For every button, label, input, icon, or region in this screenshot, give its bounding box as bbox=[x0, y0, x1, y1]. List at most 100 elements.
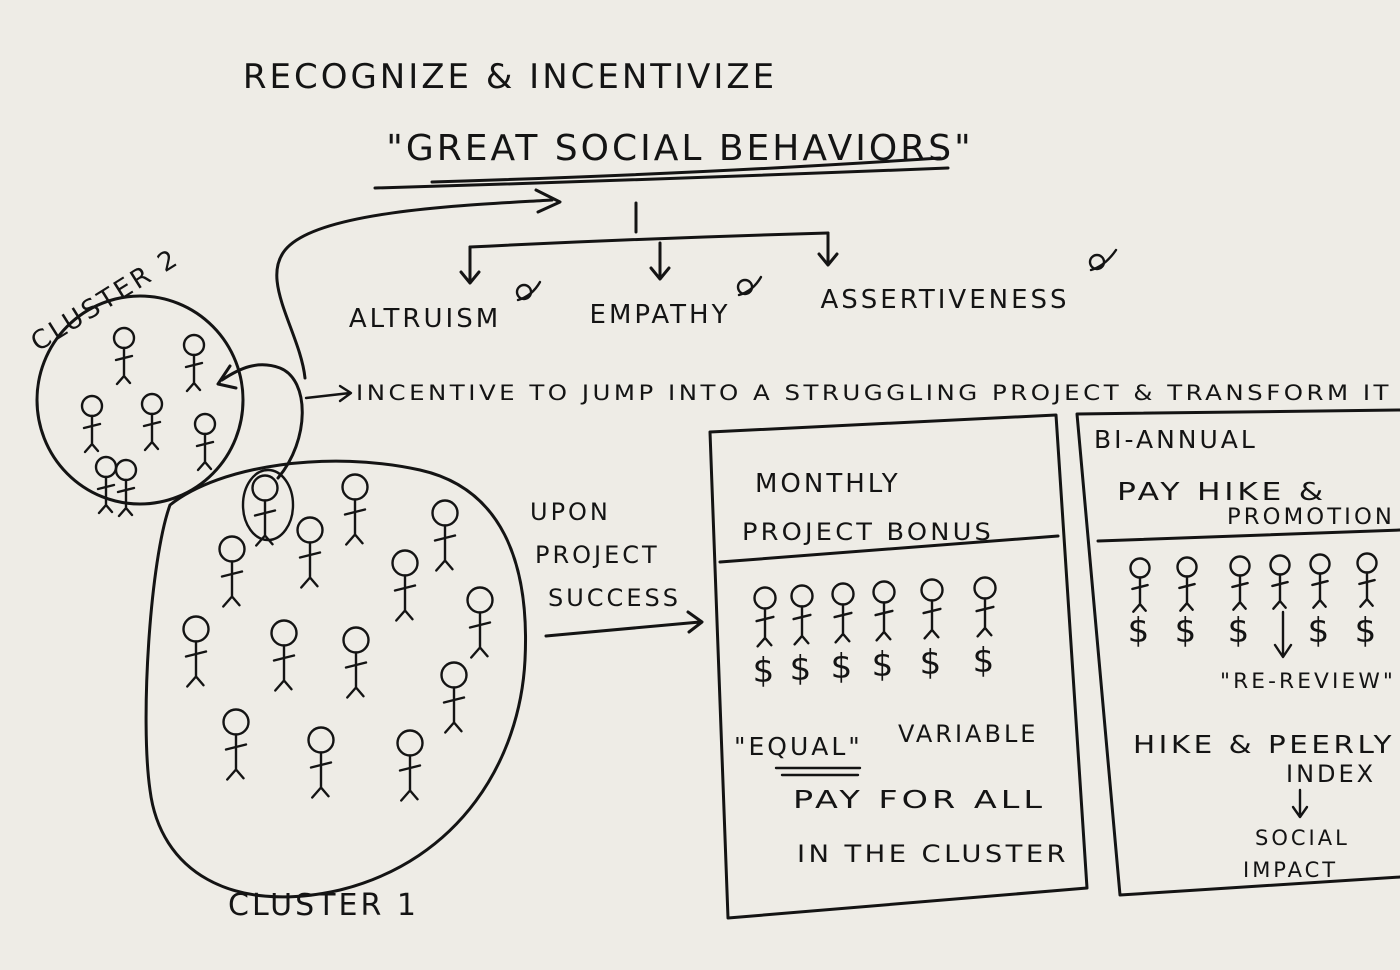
monthly-note-1: VARIABLE bbox=[898, 720, 1038, 748]
stick-figure bbox=[193, 412, 217, 472]
stick-figure bbox=[391, 549, 419, 622]
monthly-box-frame bbox=[708, 413, 1089, 920]
stick-figure bbox=[1269, 554, 1291, 610]
stick-figure bbox=[831, 582, 855, 644]
monthly-note-2: PAY FOR ALL bbox=[793, 785, 1046, 814]
behavior-mark-assertiveness bbox=[1088, 248, 1118, 272]
stick-figure bbox=[222, 708, 250, 781]
stick-figure bbox=[251, 474, 279, 547]
biannual-hike-2: INDEX bbox=[1286, 760, 1376, 788]
stick-figure bbox=[182, 333, 206, 393]
dollar-sign: $ bbox=[1228, 611, 1253, 651]
biannual-title-1: BI-ANNUAL bbox=[1094, 425, 1258, 454]
monthly-header-divider bbox=[718, 534, 1060, 564]
biannual-people-row bbox=[1129, 552, 1378, 613]
dollar-sign: $ bbox=[973, 641, 998, 681]
social-impact-arrow bbox=[1291, 788, 1309, 819]
stick-figure bbox=[218, 535, 246, 608]
equal-underline bbox=[774, 766, 862, 777]
stick-figure bbox=[466, 586, 494, 659]
dollar-sign: $ bbox=[920, 643, 945, 683]
stick-figure bbox=[114, 458, 138, 518]
dollar-sign: $ bbox=[1128, 611, 1153, 651]
success-arrow bbox=[544, 610, 704, 638]
stick-figure bbox=[112, 326, 136, 386]
dollar-sign: $ bbox=[1355, 611, 1380, 651]
stick-figure bbox=[80, 394, 104, 454]
stick-figure bbox=[182, 615, 210, 688]
stick-figure bbox=[431, 499, 459, 572]
biannual-impact-1: SOCIAL bbox=[1255, 826, 1350, 850]
biannual-hike-1: HIKE & PEERLY bbox=[1133, 730, 1395, 759]
cluster-1-group: CLUSTER 1 bbox=[144, 459, 528, 923]
dollar-sign: $ bbox=[753, 651, 778, 691]
stick-figure bbox=[94, 455, 118, 515]
arrow-person-to-cluster-2 bbox=[220, 363, 304, 480]
arrow-to-title-head bbox=[534, 188, 562, 214]
stick-figure bbox=[342, 626, 370, 699]
behavior-mark-altruism bbox=[515, 280, 542, 302]
stick-figure bbox=[270, 619, 298, 692]
stick-figure bbox=[1356, 552, 1378, 608]
cluster-1-boundary bbox=[144, 459, 528, 899]
success-note: UPON PROJECT SUCCESS bbox=[530, 498, 704, 638]
behavior-altruism: ALTRUISM bbox=[349, 304, 501, 334]
monthly-equal: "EQUAL" bbox=[734, 732, 863, 761]
biannual-header-divider bbox=[1096, 528, 1400, 543]
re-review-arrow bbox=[1273, 610, 1293, 659]
biannual-dollar-row: $ $ $ $ $ bbox=[1128, 611, 1380, 651]
stick-figure bbox=[307, 726, 335, 799]
behavior-branch-bar bbox=[468, 231, 830, 249]
stick-figure bbox=[1309, 553, 1331, 609]
monthly-title-2: PROJECT BONUS bbox=[742, 518, 994, 546]
stick-figure bbox=[790, 584, 814, 646]
cluster-1-people bbox=[182, 473, 494, 802]
biannual-panel: BI-ANNUAL PAY HIKE & PROMOTION $ $ $ $ $ "RE… bbox=[1075, 408, 1400, 897]
dollar-sign: $ bbox=[831, 647, 856, 687]
stick-figure bbox=[296, 516, 324, 589]
biannual-impact-2: IMPACT bbox=[1243, 858, 1338, 882]
monthly-title-1: MONTHLY bbox=[755, 469, 901, 499]
stick-figure bbox=[140, 392, 164, 452]
dollar-sign: $ bbox=[1308, 611, 1333, 651]
dollar-sign: $ bbox=[790, 649, 815, 689]
monthly-note-3: IN THE CLUSTER bbox=[797, 840, 1069, 868]
stick-figure bbox=[1176, 556, 1198, 612]
arrow-person-to-cluster-2-head bbox=[216, 364, 238, 390]
arrow-to-title bbox=[275, 198, 554, 380]
monthly-dollar-row: $ $ $ $ $ $ bbox=[753, 641, 998, 691]
biannual-title-2: PAY HIKE & bbox=[1117, 477, 1327, 506]
monthly-people-row bbox=[753, 576, 997, 648]
incentive-note: INCENTIVE TO JUMP INTO A STRUGGLING PROJ… bbox=[356, 381, 1392, 405]
stick-figure bbox=[753, 586, 777, 648]
cluster-2-label: CLUSTER 2 bbox=[26, 243, 185, 358]
dollar-sign: $ bbox=[872, 645, 897, 685]
stick-figure bbox=[341, 473, 369, 546]
biannual-title-3: PROMOTION bbox=[1227, 505, 1395, 530]
incentive-arrow bbox=[304, 384, 353, 403]
cluster-2-group: CLUSTER 2 bbox=[26, 243, 245, 518]
behavior-arrow-altruism bbox=[459, 245, 481, 285]
biannual-box-frame bbox=[1075, 408, 1400, 897]
stick-figure bbox=[1129, 557, 1151, 613]
cluster-1-label: CLUSTER 1 bbox=[228, 888, 419, 923]
jumping-person-highlight bbox=[241, 468, 295, 542]
behavior-mark-empathy bbox=[736, 275, 763, 297]
success-line-1: UPON bbox=[530, 498, 611, 526]
behavior-assertiveness: ASSERTIVENESS bbox=[820, 285, 1069, 315]
stick-figure bbox=[872, 580, 896, 642]
success-line-3: SUCCESS bbox=[548, 584, 681, 612]
monthly-bonus-panel: MONTHLY PROJECT BONUS $ $ $ $ $ $ "EQUAL" VAR… bbox=[708, 413, 1089, 920]
title-underline bbox=[373, 156, 950, 190]
stick-figure bbox=[396, 729, 424, 802]
behavior-empathy: EMPATHY bbox=[590, 300, 731, 330]
stick-figure bbox=[440, 661, 468, 734]
cluster-2-people bbox=[80, 326, 217, 518]
stick-figure bbox=[920, 578, 944, 640]
dollar-sign: $ bbox=[1175, 611, 1200, 651]
biannual-re-review: "RE-REVIEW" bbox=[1220, 669, 1396, 693]
behaviors: ALTRUISM EMPATHY ASSERTIVENESS bbox=[349, 231, 1118, 334]
stick-figure bbox=[973, 576, 997, 638]
success-line-2: PROJECT bbox=[535, 541, 660, 569]
